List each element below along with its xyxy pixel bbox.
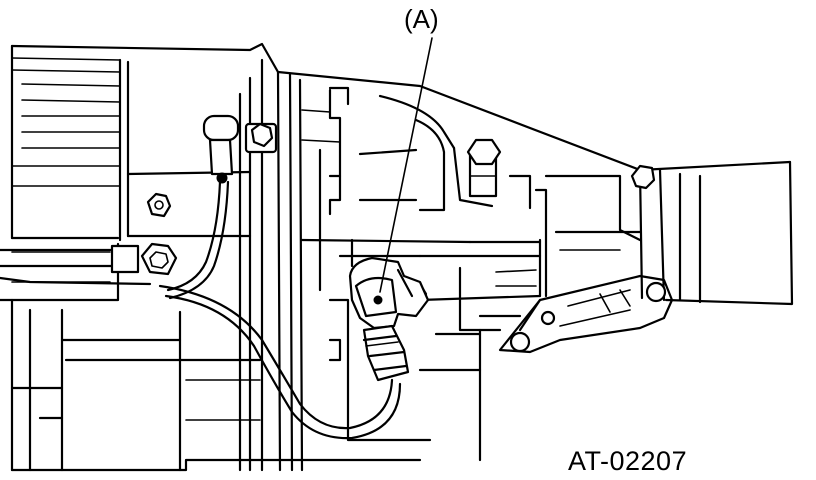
wiring-harness: [0, 114, 402, 440]
bolt-icon: [466, 138, 502, 198]
mount-bracket: [498, 274, 674, 354]
bolt-icon: [146, 192, 172, 218]
bolt-icon: [140, 242, 178, 276]
right-body-section: [358, 94, 642, 372]
callout-label: (A): [404, 4, 439, 34]
sensor-icon: [348, 256, 430, 382]
bolt-icon: [630, 164, 656, 190]
callout-leader-line: [379, 37, 433, 293]
figure-reference-code: AT-02207: [568, 446, 688, 476]
harness-connector-icon: [202, 114, 240, 142]
bolt-icon: [244, 122, 278, 154]
